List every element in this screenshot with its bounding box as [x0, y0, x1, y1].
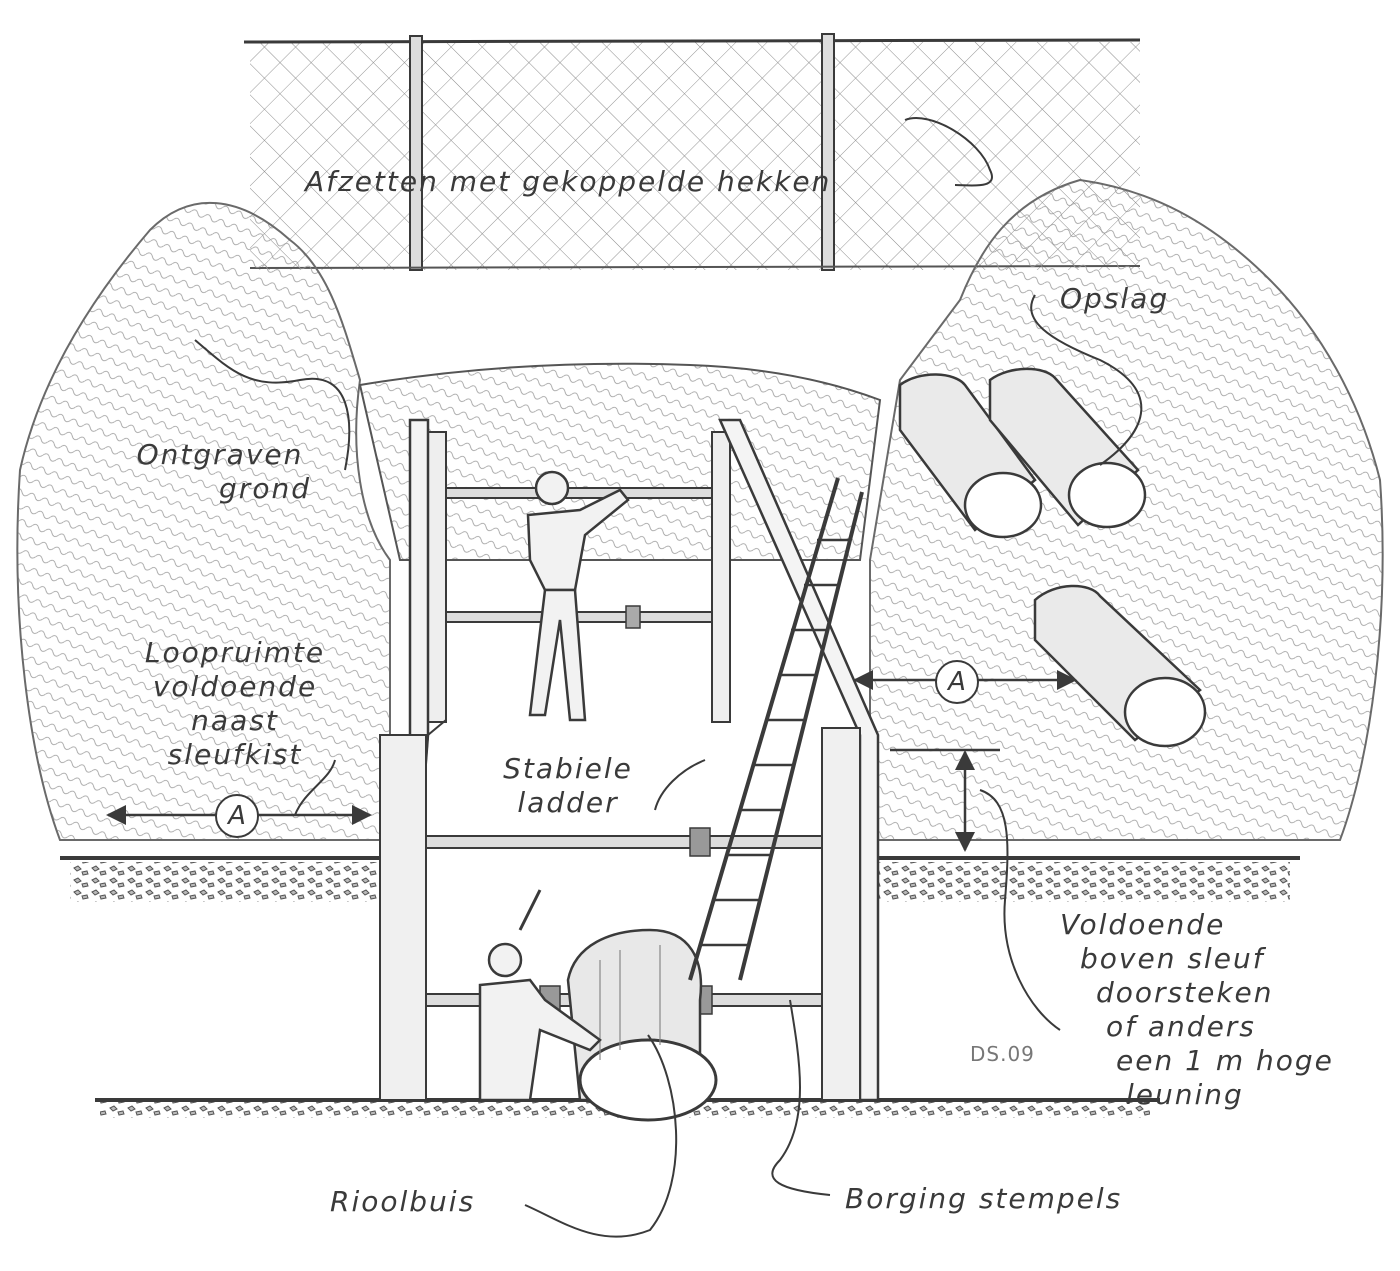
label-sewer-pipe: Rioolbuis	[330, 1185, 476, 1218]
trench-box-back	[427, 431, 731, 723]
label-ladder: Stabiele ladder	[503, 752, 633, 819]
stored-pipes	[898, 367, 1207, 748]
label-excavated-soil: Ontgraven grond	[136, 438, 311, 505]
sewer-pipe-illustration	[566, 928, 718, 1122]
distance-marker-a-left: A	[215, 794, 259, 838]
ladder-illustration	[688, 477, 864, 981]
worker-upper	[526, 470, 630, 722]
distance-marker-a-right: A	[935, 660, 979, 704]
fence-illustration	[243, 33, 1141, 271]
artist-signature: DS.09	[970, 1042, 1035, 1066]
label-strut-lock: Borging stempels	[845, 1182, 1123, 1215]
ground-surface	[60, 856, 1300, 1118]
label-overhang: Voldoende boven sleuf doorsteken of ande…	[1060, 908, 1334, 1111]
label-fence: Afzetten met gekoppelde hekken	[305, 165, 832, 198]
leader-lines	[194, 117, 1143, 1238]
worker-lower	[478, 889, 602, 1102]
label-walkway: Loopruimte voldoende naast sleufkist	[144, 636, 326, 771]
trench-box-walls	[378, 418, 880, 1102]
label-storage: Opslag	[1060, 282, 1170, 315]
trench-back-soil	[358, 362, 882, 561]
soil-heap-left	[16, 201, 391, 841]
